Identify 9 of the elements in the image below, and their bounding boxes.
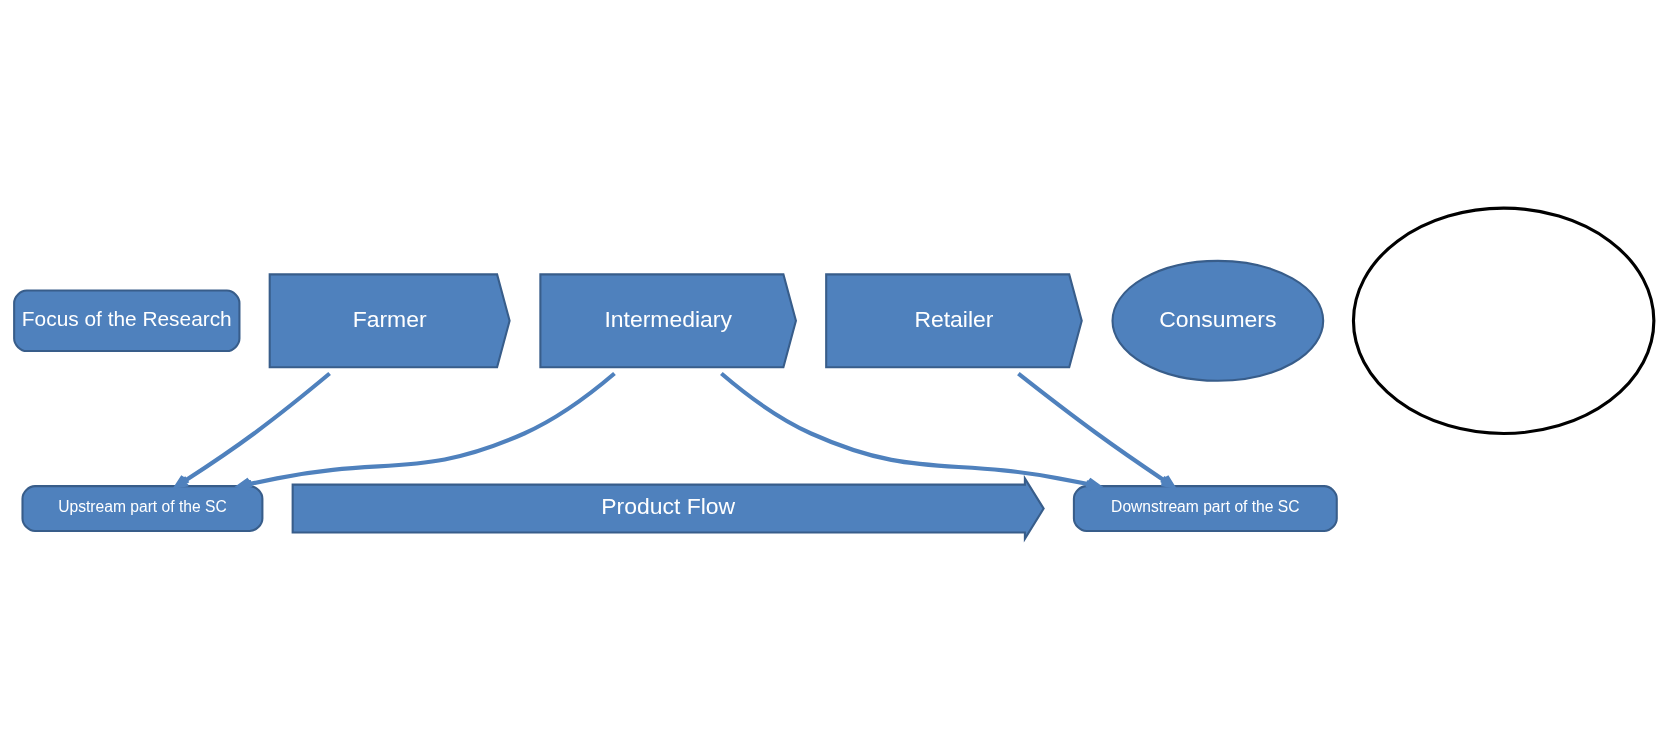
- node-box: Upstream part of the SC: [21, 484, 264, 532]
- arrow: [174, 371, 331, 488]
- node-box: Downstream part of the SC: [1072, 484, 1338, 532]
- node-circle: [1351, 206, 1656, 435]
- node-box: Focus of the Research: [13, 289, 241, 352]
- arrow: [720, 371, 1101, 491]
- arrow: [237, 371, 616, 491]
- arrow: [1017, 371, 1175, 488]
- node-ellipse: Consumers: [1111, 259, 1325, 382]
